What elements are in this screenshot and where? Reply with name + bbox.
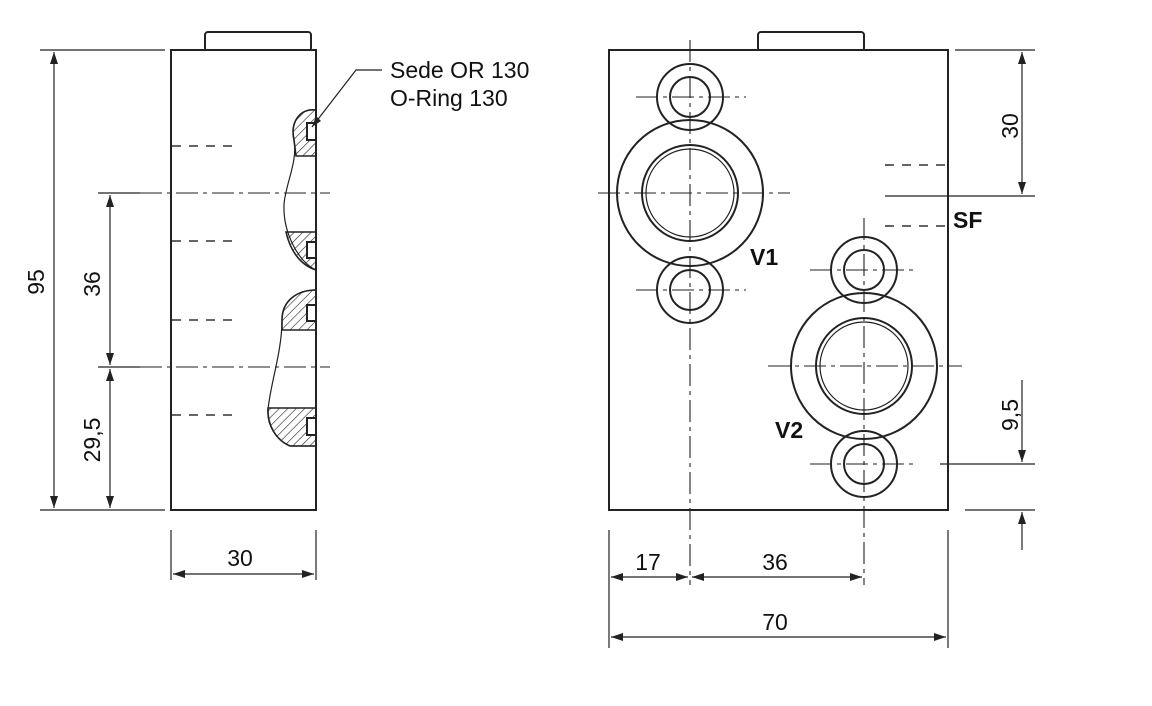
front-top-tab bbox=[757, 31, 865, 52]
dim-36-side-label: 36 bbox=[79, 271, 105, 297]
front-centerlines bbox=[598, 40, 962, 585]
note-leader bbox=[311, 69, 382, 128]
oring-groove-4 bbox=[306, 417, 317, 436]
dim-17-label: 17 bbox=[635, 549, 661, 575]
dim-30-side-label: 30 bbox=[227, 545, 253, 571]
note-line-1: Sede OR 130 bbox=[390, 57, 529, 83]
label-sf: SF bbox=[953, 207, 982, 233]
side-top-tab bbox=[204, 31, 312, 52]
dim-36-front-label: 36 bbox=[762, 549, 788, 575]
oring-groove-3 bbox=[306, 304, 317, 322]
dim-9-5-label: 9,5 bbox=[997, 399, 1023, 431]
oring-groove-1 bbox=[306, 122, 317, 141]
side-view: 95 36 29,5 30 Sede OR 130 O-Ring 130 bbox=[23, 31, 529, 580]
dim-29-5-label: 29,5 bbox=[79, 418, 105, 463]
label-v2: V2 bbox=[775, 417, 803, 443]
oring-seat-1 bbox=[292, 109, 317, 157]
dim-95-label: 95 bbox=[23, 269, 49, 295]
dim-30-front-label: 30 bbox=[997, 113, 1023, 139]
dim-70-label: 70 bbox=[762, 609, 788, 635]
note-line-2: O-Ring 130 bbox=[390, 85, 508, 111]
oring-groove-2 bbox=[306, 241, 317, 259]
front-view: 30 9,5 17 36 70 V1 V2 SF bbox=[598, 31, 1035, 648]
label-v1: V1 bbox=[750, 244, 778, 270]
side-hidden-lines bbox=[172, 145, 240, 416]
oring-seat-4 bbox=[267, 407, 317, 447]
sf-hidden-lines bbox=[885, 164, 948, 227]
